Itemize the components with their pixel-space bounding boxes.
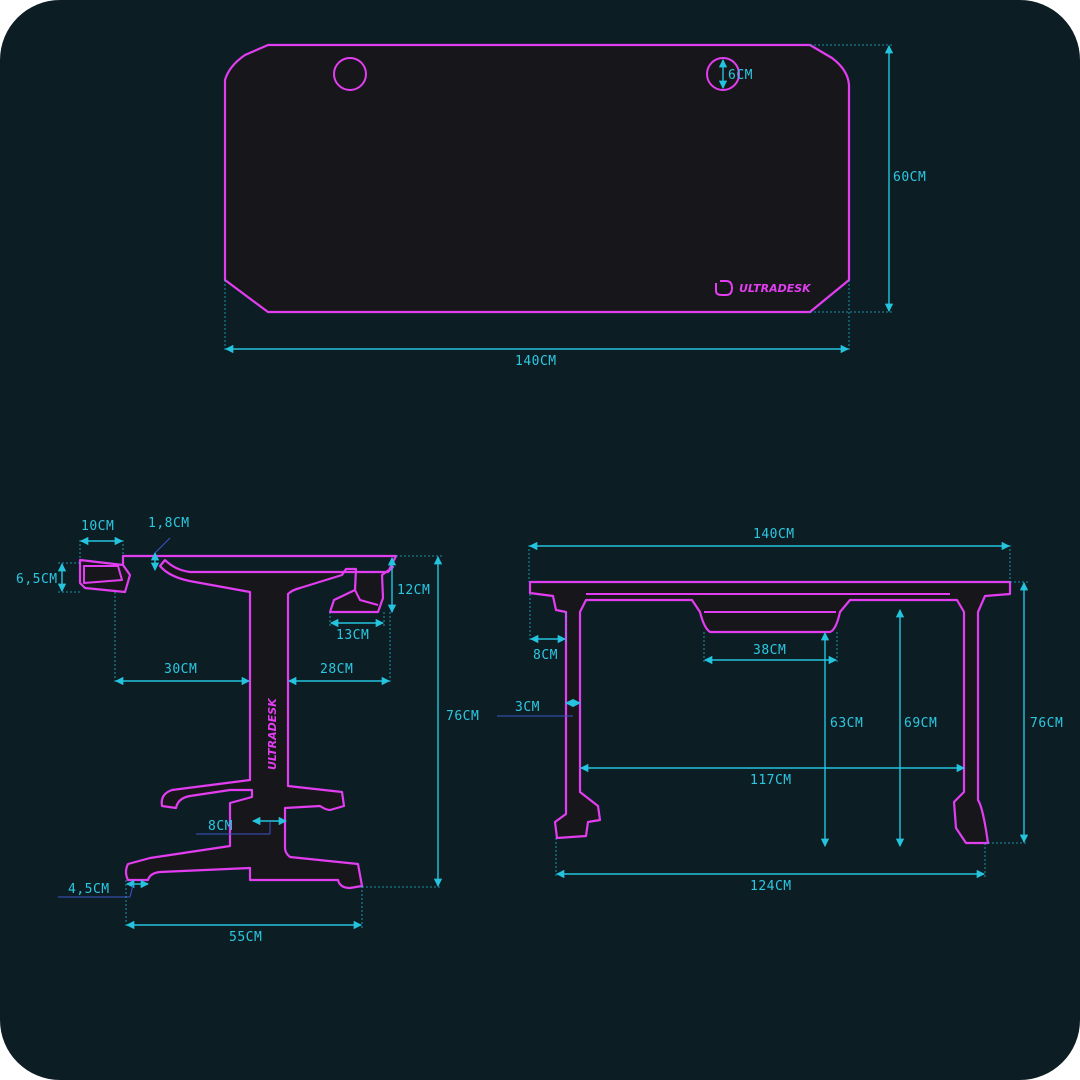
top-view: ULTRADESK 6CM 60CM 140CM (223, 43, 926, 369)
base-span-label: 124CM (750, 879, 792, 894)
cable-hole-left (333, 57, 367, 91)
hook-width-label: 13CM (336, 628, 369, 643)
desk-side-outline (78, 554, 398, 890)
brand-logo-top: ULTRADESK (715, 280, 812, 296)
front-height-label: 76CM (1030, 716, 1063, 731)
leg-span-label: 117CM (750, 773, 792, 788)
brand-logo-text: ULTRADESK (739, 282, 812, 295)
brand-logo-side: ULTRADESK (266, 697, 279, 770)
tray-height-label: 63CM (830, 716, 863, 731)
rear-overhang-label: 28CM (320, 662, 353, 677)
lip-width-label: 10CM (81, 519, 114, 534)
desk-front-outline (528, 580, 1012, 845)
top-depth-label: 60CM (893, 170, 926, 185)
foot-height-label: 4,5CM (68, 882, 110, 897)
thickness-label: 1,8CM (148, 516, 190, 531)
side-view: ULTRADESK 10CM 1,8CM 6,5CM 12CM 13CM 30C… (16, 516, 479, 945)
tray-width-label: 38CM (753, 643, 786, 658)
brand-logo-side-text: ULTRADESK (266, 697, 279, 770)
cable-hole-right (706, 57, 740, 91)
hole-diameter-label: 6CM (728, 68, 753, 83)
front-top-width-label: 140CM (753, 527, 795, 542)
column-width-label: 8CM (208, 819, 233, 834)
base-depth-label: 55CM (229, 930, 262, 945)
hook-height-label: 12CM (397, 583, 430, 598)
side-height-label: 76CM (446, 709, 479, 724)
top-width-label: 140CM (515, 354, 557, 369)
leg-width-label: 3CM (515, 700, 540, 715)
front-edge-label: 8CM (533, 648, 558, 663)
lip-height-label: 6,5CM (16, 572, 58, 587)
front-overhang-label: 30CM (164, 662, 197, 677)
front-view: 140CM 8CM 38CM 3CM 63CM 69CM 76CM 117CM … (497, 527, 1063, 894)
frame-height-label: 69CM (904, 716, 937, 731)
desktop-top-outline (223, 43, 851, 314)
